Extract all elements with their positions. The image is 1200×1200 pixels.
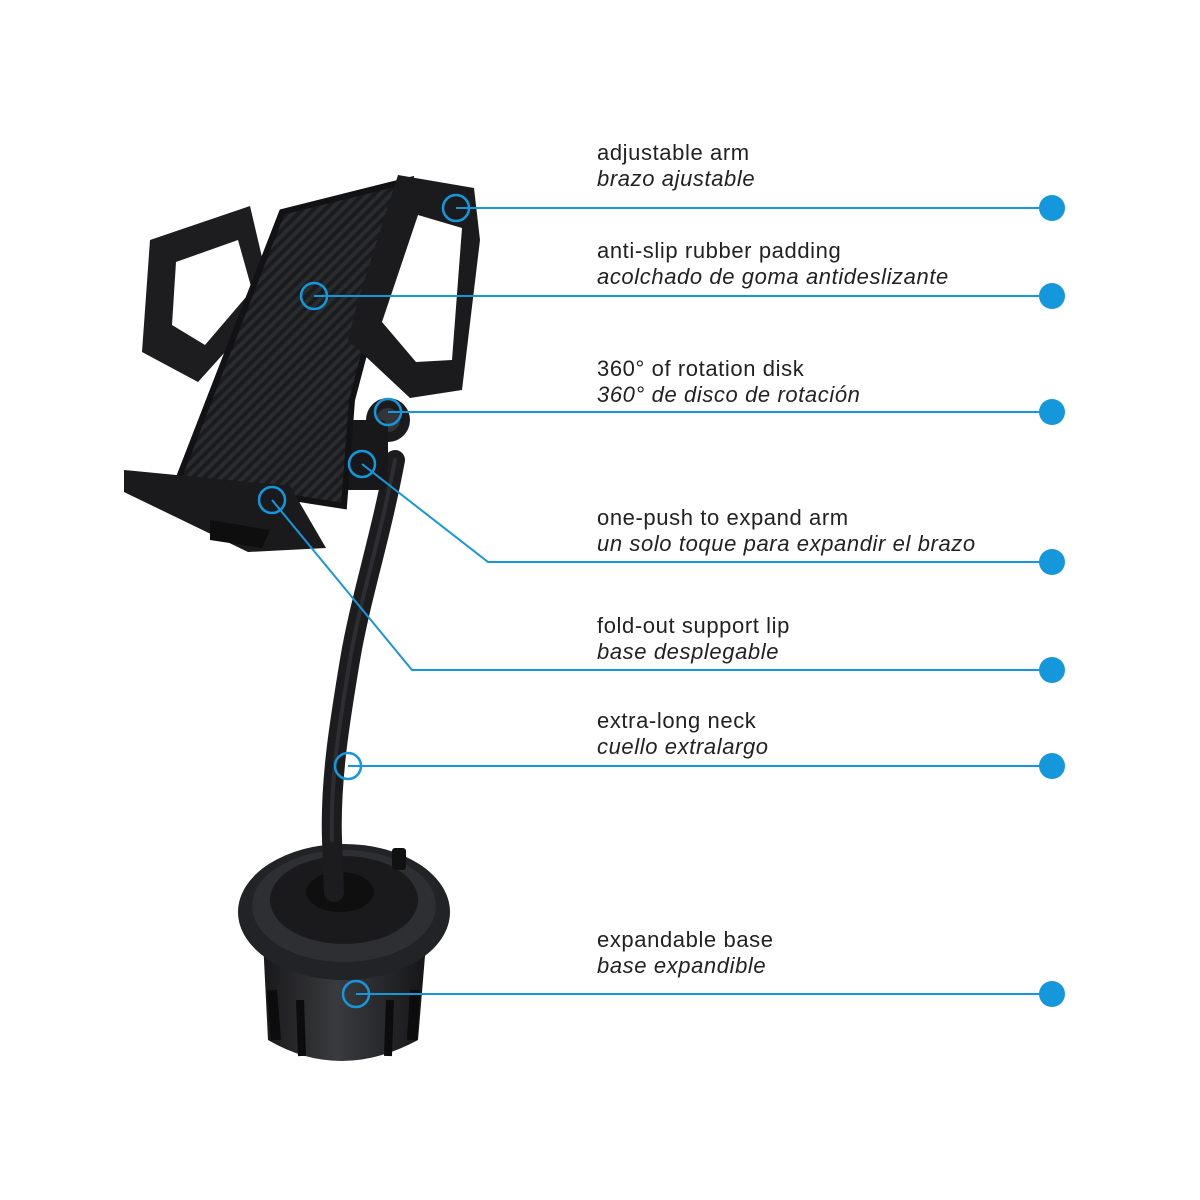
callout-line-one-push xyxy=(361,463,1052,563)
label-es: 360° de disco de rotación xyxy=(597,382,861,407)
callout-ring-adjustable-arm xyxy=(441,193,471,223)
label-en: anti-slip rubber padding xyxy=(597,238,842,263)
gooseneck xyxy=(321,450,405,902)
callout-ring-one-push xyxy=(347,449,377,479)
label-en: fold-out support lip xyxy=(597,613,790,638)
label-en: adjustable arm xyxy=(597,140,750,165)
label-es: base expandible xyxy=(597,953,767,978)
callout-label-anti-slip-padding: anti-slip rubber padding acolchado de go… xyxy=(597,238,949,290)
callout-dot-extra-long-neck xyxy=(1039,753,1065,779)
callout-line-support-lip xyxy=(271,499,1052,671)
callout-label-expandable-base: expandable base base expandible xyxy=(597,927,774,979)
callout-label-one-push: one-push to expand arm un solo toque par… xyxy=(597,505,976,557)
label-es: un solo toque para expandir el brazo xyxy=(597,531,976,556)
callout-ring-expandable-base xyxy=(341,979,371,1009)
callout-label-adjustable-arm: adjustable arm brazo ajustable xyxy=(597,140,755,192)
callout-label-rotation-disk: 360° of rotation disk 360° de disco de r… xyxy=(597,356,861,408)
callout-dot-anti-slip-padding xyxy=(1039,283,1065,309)
label-es: brazo ajustable xyxy=(597,166,756,191)
callout-dot-one-push xyxy=(1039,549,1065,575)
label-es: acolchado de goma antideslizante xyxy=(597,264,949,289)
phone-cradle xyxy=(124,175,480,552)
callout-dot-adjustable-arm xyxy=(1039,195,1065,221)
callout-dot-support-lip xyxy=(1039,657,1065,683)
cup-base xyxy=(238,844,450,1061)
callout-dot-rotation-disk xyxy=(1039,399,1065,425)
callout-ring-rotation-disk xyxy=(373,397,403,427)
callout-ring-support-lip xyxy=(257,485,287,515)
callout-label-support-lip: fold-out support lip base desplegable xyxy=(597,613,790,665)
label-en: 360° of rotation disk xyxy=(597,356,805,381)
callout-ring-anti-slip-padding xyxy=(299,281,329,311)
callout-label-extra-long-neck: extra-long neck cuello extralargo xyxy=(597,708,769,760)
label-en: extra-long neck xyxy=(597,708,757,733)
label-es: cuello extralargo xyxy=(597,734,769,759)
callout-ring-extra-long-neck xyxy=(333,751,363,781)
callout-lines xyxy=(257,193,1065,1009)
callout-dot-expandable-base xyxy=(1039,981,1065,1007)
label-en: expandable base xyxy=(597,927,774,952)
label-es: base desplegable xyxy=(597,639,780,664)
label-en: one-push to expand arm xyxy=(597,505,849,530)
